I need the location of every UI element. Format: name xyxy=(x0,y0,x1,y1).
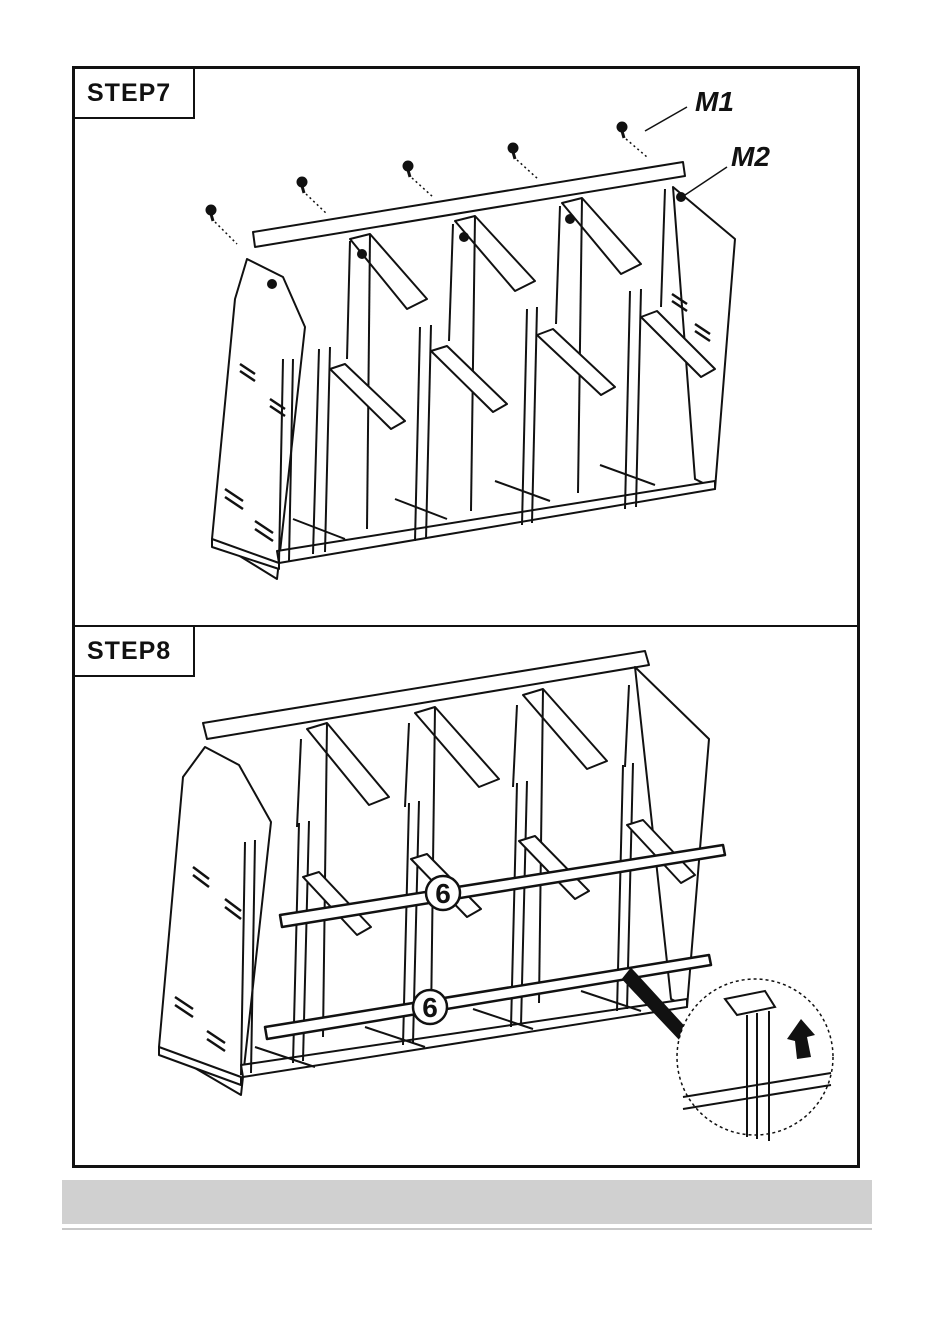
m1-callout: M1 xyxy=(695,86,734,118)
part-6-upper-label: 6 xyxy=(435,878,451,909)
screw-5 xyxy=(617,122,627,138)
footer-bar xyxy=(62,1180,872,1224)
instruction-frame: STEP7 xyxy=(72,66,860,1168)
footer-rule xyxy=(62,1228,872,1230)
detail-inset xyxy=(677,979,833,1141)
screw-1 xyxy=(206,205,216,221)
part-6-upper: 6 xyxy=(426,876,460,910)
m2-callout: M2 xyxy=(731,141,770,173)
step8-illustration: 6 6 xyxy=(75,627,857,1165)
bottom-rail xyxy=(277,481,715,563)
screw-2 xyxy=(297,177,307,193)
screw-4 xyxy=(508,143,518,159)
part-6-lower: 6 xyxy=(413,990,447,1024)
screw-3 xyxy=(403,161,413,177)
part-6-lower-label: 6 xyxy=(422,992,438,1023)
